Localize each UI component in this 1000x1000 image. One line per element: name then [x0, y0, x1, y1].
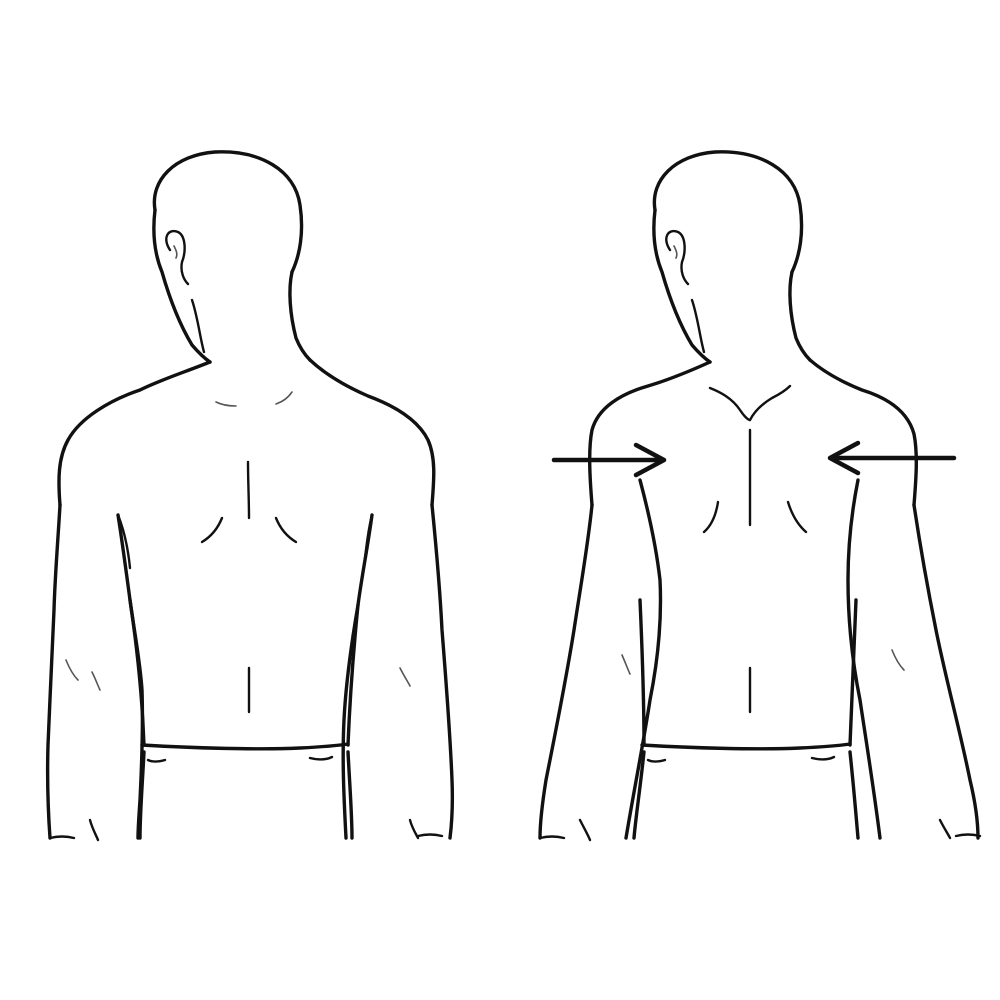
- arrow-left-inward: [551, 442, 667, 478]
- figure-retracted: [538, 150, 982, 842]
- figure-relaxed: [45, 150, 455, 842]
- back-figure-relaxed: [45, 150, 455, 842]
- back-figure-retracted: [538, 150, 982, 842]
- arrow-right-inward: [827, 440, 957, 476]
